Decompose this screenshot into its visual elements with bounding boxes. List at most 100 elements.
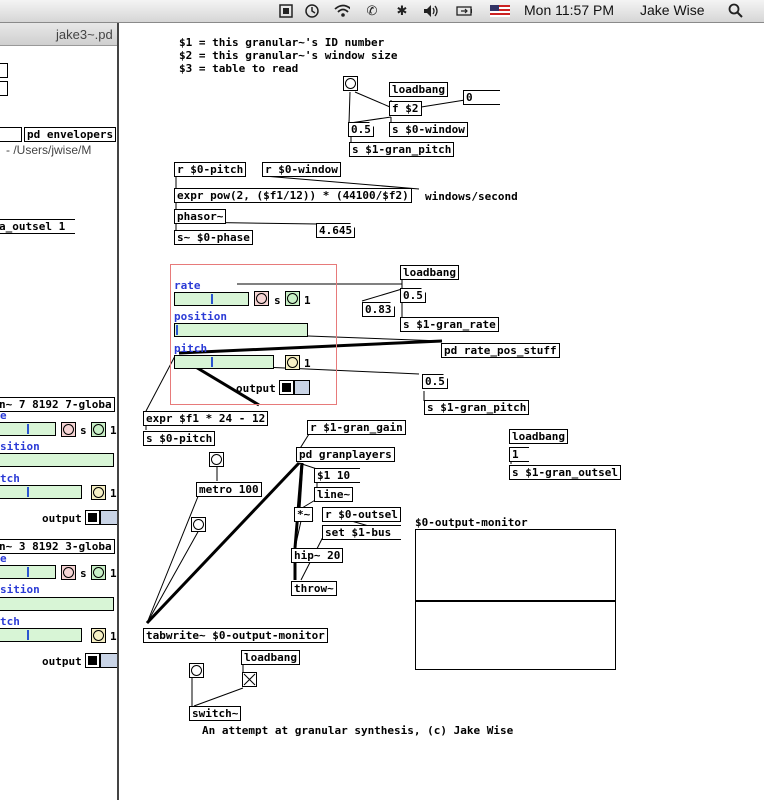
back-object-stub[interactable] [0, 81, 8, 96]
pd-granplayers[interactable]: pd granplayers [296, 447, 395, 462]
receive-outsel[interactable]: r $0-outsel [322, 507, 401, 522]
bang-pink[interactable] [61, 565, 76, 580]
bang-pink[interactable] [61, 422, 76, 437]
number-0-5-b[interactable]: 0.5 [400, 288, 426, 303]
rate-slider[interactable] [0, 422, 56, 436]
expr-f1[interactable]: expr $f1 * 24 - 12 [143, 411, 269, 426]
user-name[interactable]: Jake Wise [640, 2, 705, 18]
set-bus-msg[interactable]: set $1-bus [322, 525, 402, 540]
pd-app-icon[interactable] [278, 3, 294, 19]
bang-yellow[interactable] [91, 628, 106, 643]
loadbang-4[interactable]: loadbang [241, 650, 300, 665]
number-0-5-a[interactable]: 0.5 [348, 122, 374, 137]
pitch-label: tch [0, 615, 20, 628]
loadbang-3[interactable]: loadbang [509, 429, 568, 444]
windows-comment: windows/second [425, 190, 518, 203]
bang-green[interactable] [91, 565, 106, 580]
one-label: 1 [110, 487, 117, 500]
bang-4[interactable] [189, 663, 204, 678]
rate-slider[interactable] [0, 565, 56, 579]
phase-number[interactable]: 4.645 [316, 223, 356, 238]
position-slider[interactable] [174, 323, 308, 337]
back-object-stub[interactable] [0, 127, 22, 142]
output-toggle[interactable] [85, 510, 100, 525]
bang-2[interactable] [209, 452, 224, 467]
bluetooth-icon[interactable]: ✱ [396, 3, 408, 19]
send-pitch[interactable]: s $0-pitch [143, 431, 216, 446]
rate-bang-pink[interactable] [254, 291, 269, 306]
pitch-label: pitch [174, 342, 208, 355]
bang-green[interactable] [91, 422, 106, 437]
tabwrite-output-monitor[interactable]: tabwrite~ $0-output-monitor [143, 628, 328, 643]
flag-icon[interactable] [490, 3, 510, 19]
msg-zero[interactable]: 0 [463, 90, 500, 105]
output-toggle[interactable] [85, 653, 100, 668]
throw-tilde[interactable]: throw~ [291, 581, 337, 596]
send-gran-rate[interactable]: s $1-gran_rate [400, 317, 499, 332]
back-titlebar[interactable]: jake3~.pd [0, 23, 120, 46]
back-window-title: jake3~.pd [56, 27, 113, 42]
switch-tilde[interactable]: switch~ [189, 706, 242, 721]
multiply-tilde[interactable]: *~ [294, 507, 314, 522]
send-phase[interactable]: s~ $0-phase [174, 230, 253, 245]
position-label: sition [0, 583, 40, 596]
loadbang-1[interactable]: loadbang [389, 82, 448, 97]
expr-pow[interactable]: expr pow(2, ($f1/12)) * (44100/$f2) [174, 188, 412, 203]
bang-3[interactable] [191, 517, 206, 532]
receive-window[interactable]: r $0-window [262, 162, 341, 177]
output-toggle[interactable] [279, 380, 294, 395]
send-window[interactable]: s $0-window [389, 122, 468, 137]
pitch-slider[interactable] [0, 628, 82, 642]
back-gran-object[interactable]: n~ 7 8192 7-globa [0, 397, 115, 412]
dsp-toggle[interactable] [242, 672, 257, 687]
background-patch-window[interactable]: jake3~.pd pd envelopers - /Users/jwise/M… [0, 23, 120, 800]
bang-yellow[interactable] [91, 485, 106, 500]
send-label: s [80, 567, 87, 580]
position-label: position [174, 310, 227, 323]
receive-pitch[interactable]: r $0-pitch [174, 162, 247, 177]
back-gran-object[interactable]: n~ 3 8192 3-globa [0, 539, 115, 554]
bang-1[interactable] [343, 76, 358, 91]
number-0-5-c[interactable]: 0.5 [422, 374, 448, 389]
send-gran-outsel[interactable]: s $1-gran_outsel [509, 465, 621, 480]
back-object-stub[interactable] [0, 63, 8, 78]
pitch-bang-yellow[interactable] [285, 355, 300, 370]
volume-icon[interactable] [422, 3, 438, 19]
pd-rate-pos-stuff[interactable]: pd rate_pos_stuff [441, 343, 560, 358]
receive-gran-gain[interactable]: r $1-gran_gain [307, 420, 406, 435]
phasor[interactable]: phasor~ [174, 209, 227, 224]
hip-tilde[interactable]: hip~ 20 [291, 548, 344, 563]
battery-icon[interactable] [456, 3, 472, 19]
msg-one[interactable]: 1 [509, 447, 529, 462]
send-gran-pitch-2[interactable]: s $1-gran_pitch [424, 400, 530, 415]
clock[interactable]: Mon 11:57 PM [524, 2, 615, 18]
number-0-83[interactable]: 0.83 [362, 302, 395, 317]
rate-one: 1 [304, 294, 311, 307]
loadbang-2[interactable]: loadbang [400, 265, 459, 280]
metro-100[interactable]: metro 100 [196, 482, 262, 497]
send-gran-pitch-1[interactable]: s $1-gran_pitch [349, 142, 455, 157]
outsel-message[interactable]: a_outsel 1 [0, 219, 76, 234]
position-slider[interactable] [0, 453, 114, 467]
output-label: output [42, 655, 82, 668]
rate-slider[interactable] [174, 292, 249, 306]
send-label: s [274, 294, 281, 307]
rate-label: e [0, 409, 7, 422]
monitor-label: $0-output-monitor [415, 516, 528, 529]
spotlight-icon[interactable] [728, 3, 744, 19]
rate-bang-green[interactable] [285, 291, 300, 306]
position-slider[interactable] [0, 597, 114, 611]
output-monitor-array[interactable] [415, 529, 616, 670]
pd-envelopers[interactable]: pd envelopers [24, 127, 117, 142]
one-label: 1 [110, 567, 117, 580]
f-arg2[interactable]: f $2 [389, 101, 422, 116]
pitch-slider[interactable] [174, 355, 274, 369]
granular-patch-window[interactable]: $1 = this granular~'s ID number $2 = thi… [117, 23, 764, 800]
wifi-icon[interactable] [334, 3, 350, 19]
time-machine-icon[interactable] [304, 3, 320, 19]
output-label: output [236, 382, 276, 395]
msg-1-10[interactable]: $1 10 [314, 468, 361, 483]
pitch-slider[interactable] [0, 485, 82, 499]
phone-icon[interactable]: ✆ [366, 3, 378, 19]
line-tilde[interactable]: line~ [314, 487, 354, 502]
